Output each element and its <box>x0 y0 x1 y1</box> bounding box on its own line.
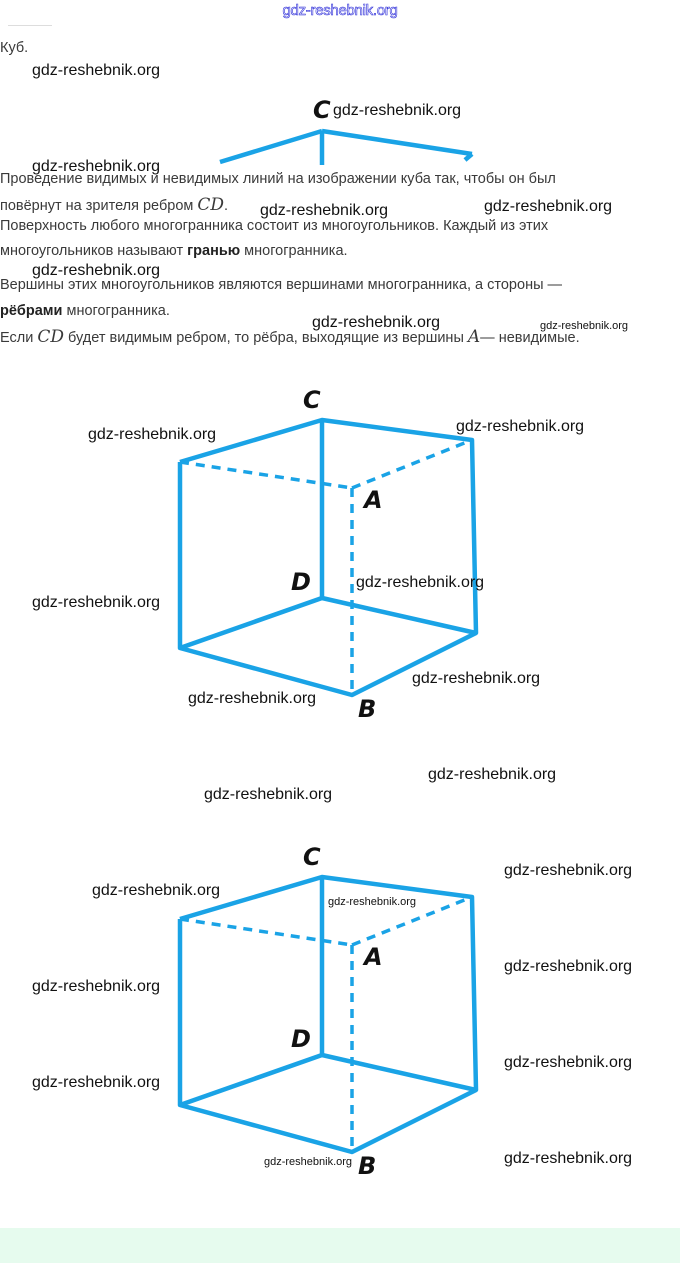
cube-outline <box>177 874 479 1155</box>
text: повёрнут на зрителя ребром <box>0 198 198 214</box>
watermark: gdz-reshebnik.org <box>540 320 629 332</box>
term-edges: рёбрами <box>0 303 63 319</box>
vertex-label-c: C <box>313 96 331 124</box>
vertex-label-a: A <box>364 486 383 514</box>
vertex-label-b: B <box>358 1152 377 1180</box>
vertex-label-d: D <box>291 568 311 596</box>
watermark: gdz-reshebnik.org <box>32 158 161 175</box>
cube-outline <box>177 417 479 698</box>
cube-edge <box>219 128 323 165</box>
watermark: gdz-reshebnik.org <box>312 314 441 331</box>
paragraph-line: Вершины этих многоугольников являются ве… <box>0 277 563 293</box>
watermark: gdz-reshebnik.org <box>504 862 633 879</box>
paragraph-line: многоугольников называют гранью многогра… <box>0 243 348 259</box>
vertex-label-d: D <box>291 1025 311 1053</box>
watermark: gdz-reshebnik.org <box>328 896 417 908</box>
paragraph-line: рёбрами многогранника. <box>0 303 170 319</box>
watermark: gdz-reshebnik.org <box>504 1054 633 1071</box>
watermark: gdz-reshebnik.org <box>188 690 317 707</box>
divider <box>8 25 52 26</box>
watermark: gdz-reshebnik.org <box>88 426 217 443</box>
text: — невидимые. <box>480 330 580 346</box>
text: многогранника. <box>62 303 170 319</box>
section-title: Куб. <box>0 40 29 56</box>
watermark: gdz-reshebnik.org <box>484 198 613 215</box>
footer-bar <box>0 1228 680 1263</box>
hidden-edge <box>351 438 473 490</box>
text: . <box>224 198 229 214</box>
watermark: gdz-reshebnik.org <box>356 574 485 591</box>
cube-edge <box>463 152 474 162</box>
paragraph-line: повёрнут на зрителя ребром CD. <box>0 195 228 215</box>
paragraph-line: Проведение видимых и невидимых линий на … <box>0 171 680 187</box>
cube-edge <box>321 1052 477 1093</box>
hidden-edge <box>179 917 353 947</box>
watermark: gdz-reshebnik.org <box>32 978 161 995</box>
site-watermark-link[interactable]: gdz-reshebnik.org <box>282 2 398 20</box>
watermark: gdz-reshebnik.org <box>204 786 333 803</box>
cube-partial-figure <box>219 128 474 165</box>
watermark: gdz-reshebnik.org <box>504 1150 633 1167</box>
watermark: gdz-reshebnik.org <box>412 670 541 687</box>
watermark: gdz-reshebnik.org <box>456 418 585 435</box>
math-cd: CD <box>197 195 225 215</box>
vertex-label-a: A <box>364 943 383 971</box>
cube-edge <box>179 595 323 651</box>
watermark: gdz-reshebnik.org <box>32 262 161 279</box>
paragraph-line: Поверхность любого многогранника состоит… <box>0 218 549 234</box>
cube-edge <box>179 1052 323 1108</box>
text: многогранника. <box>240 243 348 259</box>
vertex-label-c: C <box>303 386 321 414</box>
math-cd: CD <box>37 327 64 347</box>
watermark: gdz-reshebnik.org <box>92 882 221 899</box>
vertex-label-c: C <box>303 843 321 871</box>
watermark: gdz-reshebnik.org <box>32 1074 161 1091</box>
watermark: gdz-reshebnik.org <box>333 102 462 119</box>
text: Если <box>0 330 38 346</box>
cube-edge <box>321 595 477 636</box>
math-a: A <box>467 327 481 347</box>
text: будет видимым ребром, то рёбра, выходящи… <box>64 330 468 346</box>
cube-edge <box>321 128 473 157</box>
text: многоугольников называют <box>0 243 188 259</box>
hidden-edge <box>351 895 473 947</box>
watermark: gdz-reshebnik.org <box>264 1156 353 1168</box>
hidden-edge <box>179 460 353 490</box>
watermark: gdz-reshebnik.org <box>504 958 633 975</box>
vertex-label-b: B <box>358 695 377 723</box>
term-face: гранью <box>187 243 241 259</box>
paragraph-line: Если CD будет видимым ребром, то рёбра, … <box>0 327 580 347</box>
watermark: gdz-reshebnik.org <box>260 202 389 219</box>
cube-figure-1 <box>177 417 479 698</box>
watermark: gdz-reshebnik.org <box>428 766 557 783</box>
watermark: gdz-reshebnik.org <box>32 594 161 611</box>
cube-figure-2 <box>177 874 479 1155</box>
watermark: gdz-reshebnik.org <box>32 62 161 79</box>
